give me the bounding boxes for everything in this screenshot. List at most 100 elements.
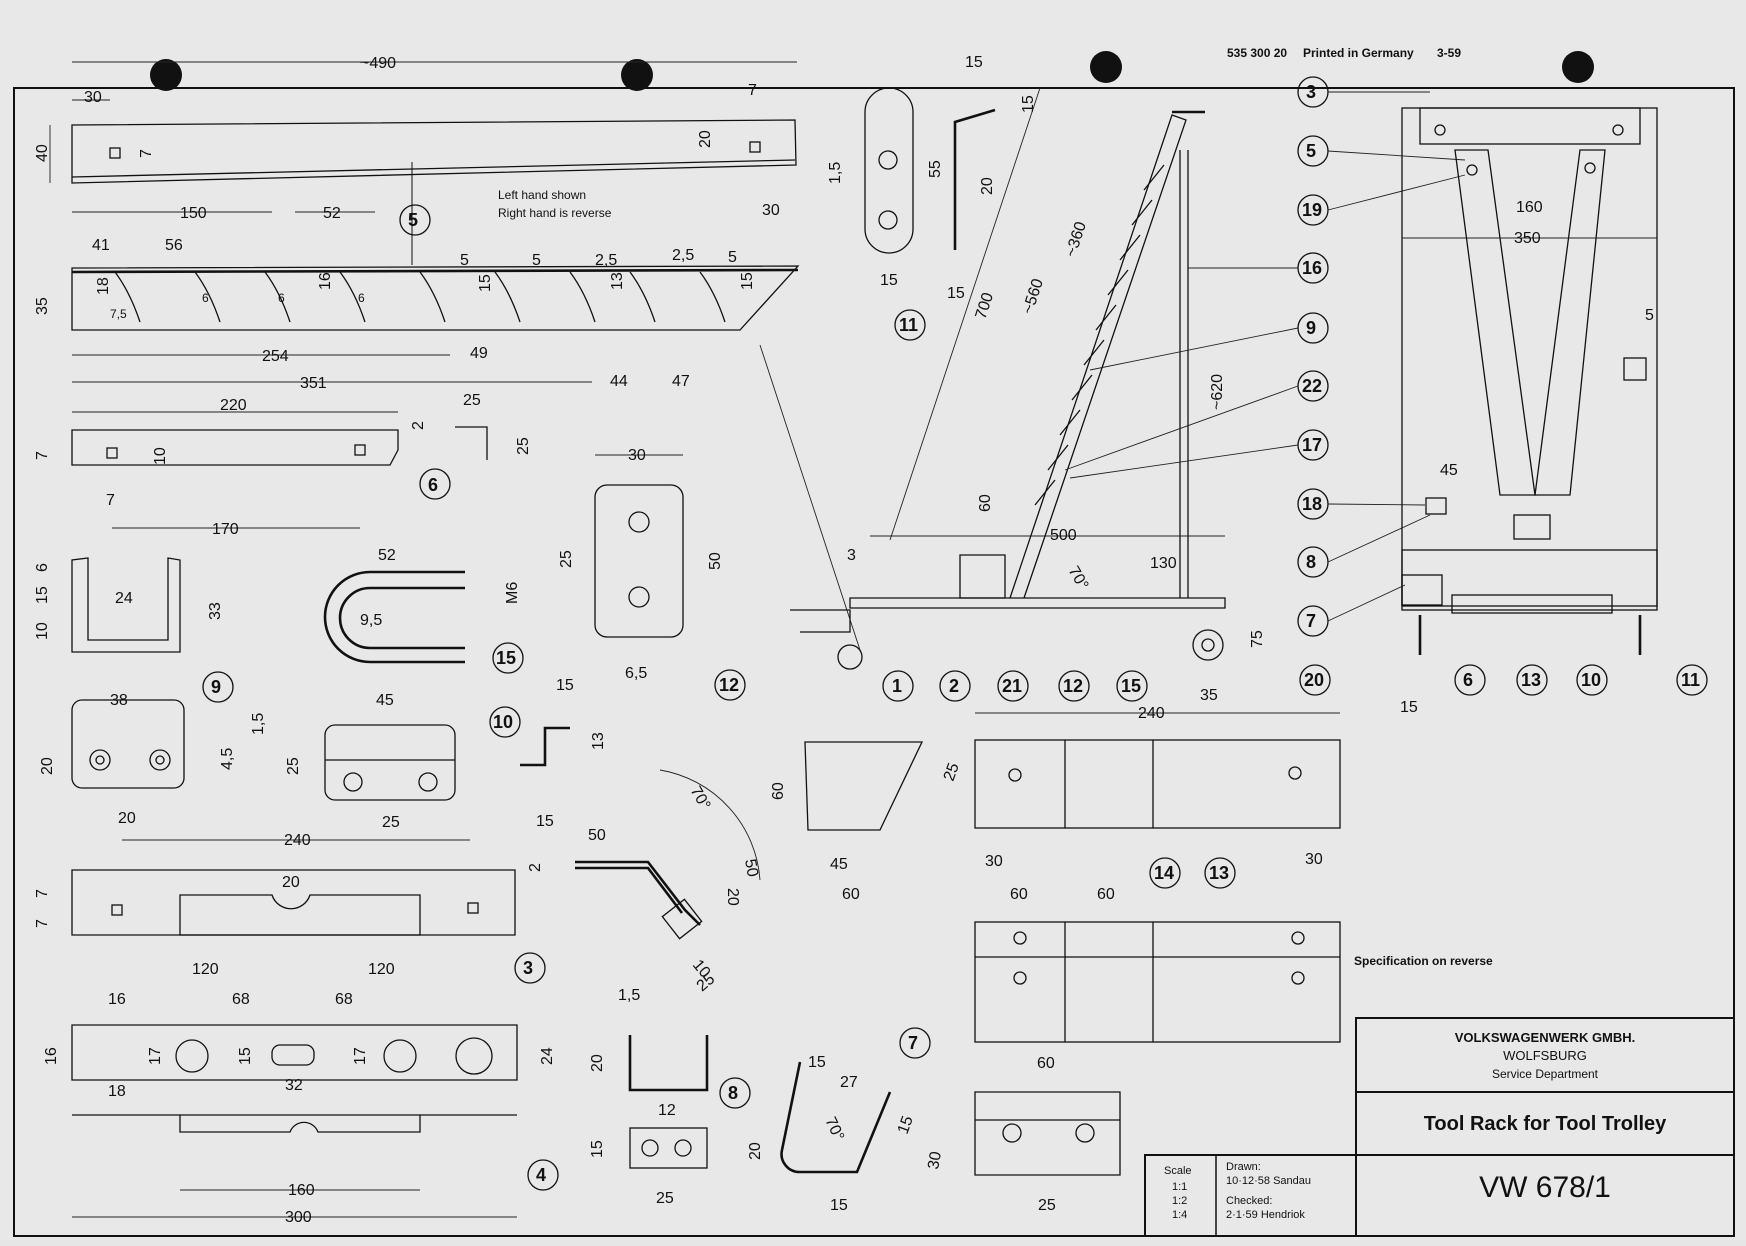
balloon-13: 13 [1516, 664, 1548, 696]
balloon-8: 8 [1297, 514, 1431, 578]
svg-text:9: 9 [211, 677, 221, 697]
dim-20: 20 [282, 874, 300, 891]
dim-240: 240 [1138, 705, 1165, 722]
dim-41: 41 [92, 237, 110, 254]
dim-2-5: 2,5 [672, 247, 694, 264]
svg-text:6: 6 [428, 475, 438, 495]
dim-5: 5 [728, 249, 737, 266]
dim-25: 25 [941, 761, 963, 784]
svg-text:8: 8 [1306, 552, 1316, 572]
svg-text:15: 15 [1121, 676, 1141, 696]
dim-120: 120 [192, 961, 219, 978]
balloon-14: 14 [1149, 857, 1181, 889]
note-left-hand: Left hand shown [498, 188, 586, 202]
dim-60: 60 [1010, 886, 1028, 903]
balloon-10: 10 [489, 706, 521, 738]
dim-7: 7 [34, 451, 51, 460]
dim-24: 24 [115, 590, 133, 607]
dim-15: 15 [536, 813, 554, 830]
svg-text:8: 8 [728, 1083, 738, 1103]
dim-130: 130 [1150, 555, 1177, 572]
dim-2: 2 [527, 863, 544, 872]
dim-6: 6 [278, 291, 285, 305]
part-4: 120 120 16 68 68 16 17 15 17 32 18 24 16… [43, 961, 556, 1226]
dim-13: 13 [590, 732, 607, 750]
svg-text:11: 11 [899, 315, 918, 335]
dim-20: 20 [724, 888, 741, 906]
dim-25: 25 [285, 757, 302, 775]
svg-text:4: 4 [536, 1165, 546, 1185]
svg-text:10: 10 [1581, 670, 1601, 690]
dim-60: 60 [770, 782, 787, 800]
dim-6: 6 [34, 563, 51, 572]
dim-20: 20 [747, 1142, 764, 1160]
dim-68: 68 [335, 991, 353, 1008]
svg-text:7: 7 [1306, 611, 1316, 631]
dim-6: 6 [202, 291, 209, 305]
dim-45: 45 [1440, 462, 1458, 479]
balloon-21: 21 [997, 670, 1029, 702]
dim-160: 160 [288, 1182, 315, 1199]
balloon-8: 8 [719, 1077, 751, 1109]
trapezoid-part: 60 25 45 60 [770, 741, 963, 903]
dim-490: ~490 [360, 55, 396, 72]
balloon-20: 20 [1299, 664, 1331, 696]
dim-1-5: 1,5 [618, 987, 640, 1004]
punch-holes [150, 51, 1594, 91]
dim-7: 7 [34, 919, 51, 928]
part-6: 220 25 2 25 7 10 7 170 [34, 392, 532, 538]
svg-text:18: 18 [1302, 494, 1322, 514]
printed-in: Printed in Germany [1303, 46, 1414, 60]
trolley-front-view: 350 160 5 45 15 [1400, 107, 1658, 716]
dim-1-5: 1,5 [827, 162, 844, 184]
dim-15: 15 [965, 54, 983, 71]
scale-label: Scale [1164, 1165, 1192, 1177]
dim-351: 351 [300, 375, 327, 392]
dim-25: 25 [382, 814, 400, 831]
dim-33: 33 [207, 602, 224, 620]
balloon-5: 5 [399, 204, 431, 236]
dim-55: 55 [927, 160, 944, 178]
dim-15: 15 [895, 1114, 917, 1137]
dim-30: 30 [985, 853, 1003, 870]
balloon-12: 12 [714, 669, 746, 701]
dim-300: 300 [285, 1209, 312, 1226]
svg-text:21: 21 [1002, 676, 1022, 696]
svg-text:1: 1 [892, 676, 902, 696]
balloon-22: 22 [1064, 370, 1329, 471]
dim-60: 60 [1097, 886, 1115, 903]
dim-50: 50 [588, 827, 606, 844]
dim-10: 10 [152, 447, 169, 465]
dim-9-5: 9,5 [360, 612, 382, 629]
dim-20: 20 [118, 810, 136, 827]
svg-text:12: 12 [719, 675, 739, 695]
punch-hole-icon [621, 59, 653, 91]
dim-5: 5 [1645, 307, 1654, 324]
dim-45: 45 [830, 856, 848, 873]
svg-text:22: 22 [1302, 376, 1322, 396]
drawing-title: Tool Rack for Tool Trolley [1424, 1113, 1667, 1135]
checked-value: 2·1·59 Hendriok [1226, 1209, 1305, 1221]
dim-35: 35 [34, 297, 51, 315]
balloon-6: 6 [1454, 664, 1486, 696]
dim-27: 27 [840, 1074, 858, 1091]
part-9: 24 6 15 10 33 38 20 1,5 4,5 20 [34, 557, 267, 827]
balloon-6: 6 [419, 468, 451, 500]
dim-15: 15 [947, 285, 965, 302]
dim-25: 25 [515, 437, 532, 455]
balloon-13: 13 [1204, 857, 1236, 889]
svg-text:20: 20 [1304, 670, 1324, 690]
svg-text:14: 14 [1154, 863, 1174, 883]
dim-m6: M6 [504, 582, 521, 604]
dim-15: 15 [589, 1140, 606, 1158]
dim-25: 25 [1038, 1197, 1056, 1214]
dim-240: 240 [284, 832, 311, 849]
balloon-15: 15 [492, 642, 524, 674]
svg-text:16: 16 [1302, 258, 1322, 278]
scale-2: 1:2 [1172, 1195, 1187, 1207]
dim-20: 20 [697, 130, 714, 148]
part-11: 15 15 55 20 15 15 [864, 54, 1037, 302]
punch-hole-icon [150, 59, 182, 91]
dim-7: 7 [748, 82, 757, 99]
